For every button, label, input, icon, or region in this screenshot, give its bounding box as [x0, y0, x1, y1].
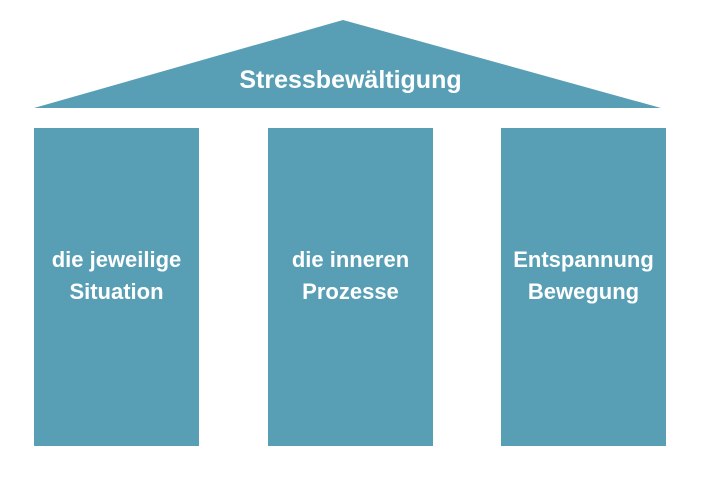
pillar-relaxation-movement: Entspannung Bewegung — [501, 128, 666, 446]
roof-title: Stressbewältigung — [239, 66, 462, 94]
roof-triangle — [34, 20, 661, 108]
pillar-situation: die jeweilige Situation — [34, 128, 199, 446]
pillar-label: die inneren Prozesse — [291, 247, 410, 304]
pillar-label: Entspannung Bewegung — [513, 247, 654, 304]
pillar-inner-processes: die inneren Prozesse — [268, 128, 433, 446]
pillar-label: die jeweilige Situation — [51, 247, 182, 304]
